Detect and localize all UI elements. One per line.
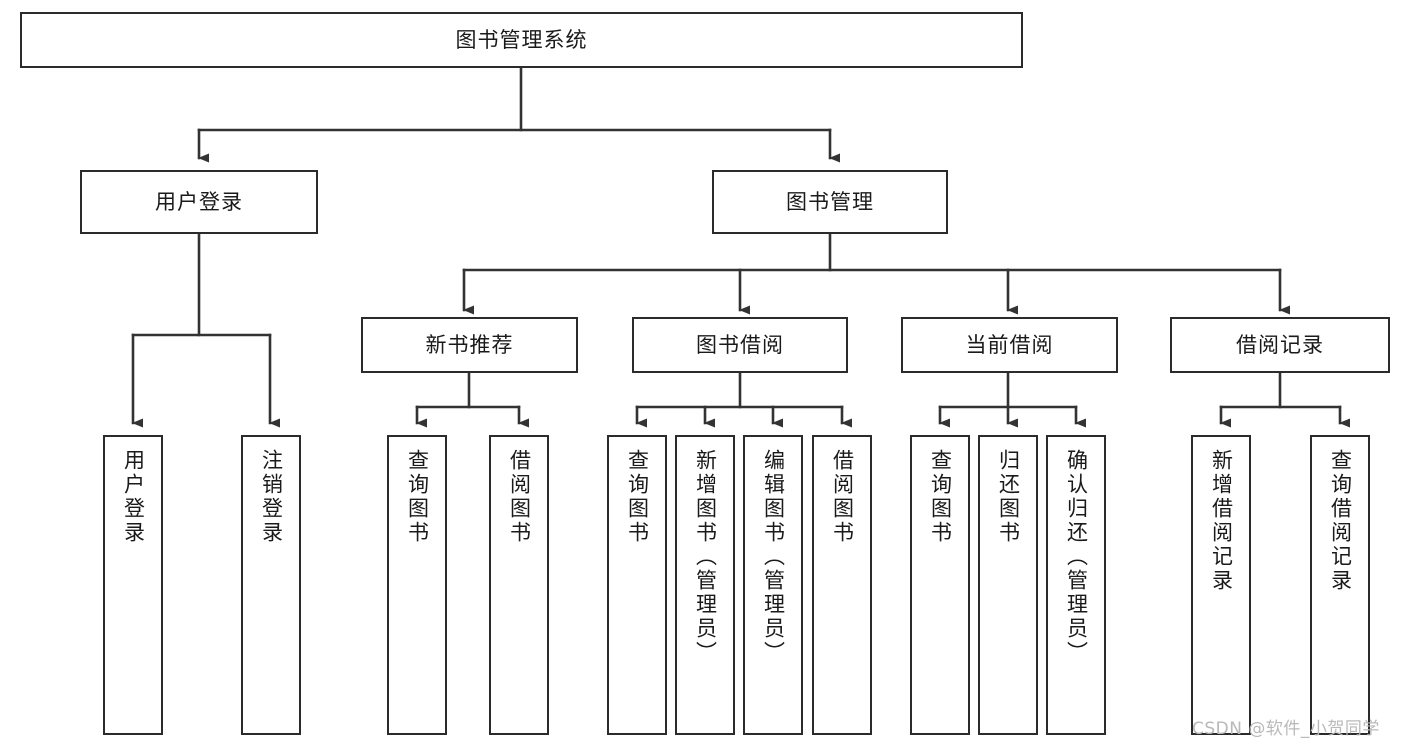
node-book-borrow[interactable]: 图书借阅 <box>632 317 848 373</box>
node-label: 新增图书（管理员） <box>693 449 718 665</box>
node-leaf-query-book-recommend[interactable]: 查询图书 <box>387 435 447 735</box>
node-leaf-add-book-admin[interactable]: 新增图书（管理员） <box>675 435 735 735</box>
node-label: 图书借阅 <box>696 332 784 357</box>
node-label: 注销登录 <box>259 449 284 545</box>
node-label: 归还图书 <box>996 449 1021 545</box>
node-label: 查询图书 <box>625 449 650 545</box>
node-label: 借阅图书 <box>507 449 532 545</box>
node-leaf-edit-book-admin[interactable]: 编辑图书（管理员） <box>743 435 803 735</box>
node-label: 图书管理 <box>786 189 874 214</box>
node-leaf-query-book-current[interactable]: 查询图书 <box>910 435 970 735</box>
node-label: 编辑图书（管理员） <box>761 449 786 665</box>
node-label: 查询借阅记录 <box>1328 449 1353 593</box>
node-leaf-query-borrow-record[interactable]: 查询借阅记录 <box>1310 435 1370 735</box>
node-leaf-borrow-book-recommend[interactable]: 借阅图书 <box>489 435 549 735</box>
node-leaf-borrow-book[interactable]: 借阅图书 <box>812 435 872 735</box>
node-leaf-add-borrow-record[interactable]: 新增借阅记录 <box>1191 435 1251 735</box>
node-label: 借阅记录 <box>1236 332 1324 357</box>
node-label: 确认归还（管理员） <box>1064 449 1089 665</box>
node-leaf-return-book[interactable]: 归还图书 <box>978 435 1038 735</box>
node-label: 查询图书 <box>928 449 953 545</box>
node-leaf-logout[interactable]: 注销登录 <box>241 435 301 735</box>
node-label: 当前借阅 <box>965 332 1054 357</box>
node-new-book-recommend[interactable]: 新书推荐 <box>361 317 578 373</box>
node-label: 用户登录 <box>121 449 146 545</box>
node-leaf-query-book[interactable]: 查询图书 <box>607 435 667 735</box>
node-book-management[interactable]: 图书管理 <box>712 170 948 234</box>
node-user-login[interactable]: 用户登录 <box>80 170 318 234</box>
node-label: 查询图书 <box>405 449 430 545</box>
node-label: 图书管理系统 <box>455 27 588 52</box>
csdn-watermark: CSDN @软件_小贺同学 <box>1192 719 1380 739</box>
node-borrow-record[interactable]: 借阅记录 <box>1170 317 1390 373</box>
node-leaf-user-login[interactable]: 用户登录 <box>103 435 163 735</box>
node-label: 用户登录 <box>155 189 243 214</box>
node-label: 新增借阅记录 <box>1209 449 1234 593</box>
node-leaf-confirm-return-admin[interactable]: 确认归还（管理员） <box>1046 435 1106 735</box>
node-root-system[interactable]: 图书管理系统 <box>20 12 1023 68</box>
node-label: 借阅图书 <box>830 449 855 545</box>
node-current-borrow[interactable]: 当前借阅 <box>901 317 1118 373</box>
node-label: 新书推荐 <box>425 332 514 357</box>
